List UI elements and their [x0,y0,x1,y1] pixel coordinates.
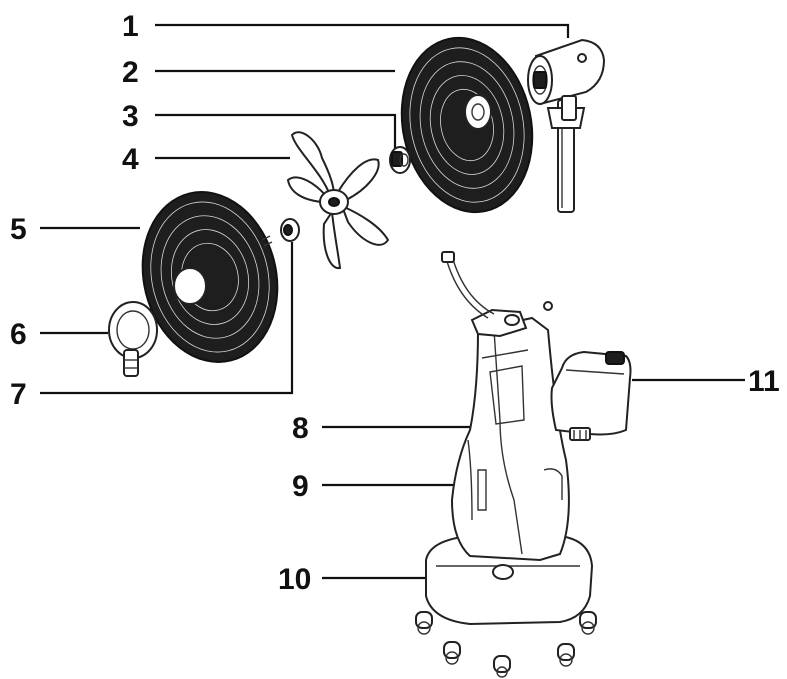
callout-5: 5 [10,213,27,246]
casters [415,611,597,678]
column-body [441,251,570,562]
leader-line-7 [40,242,294,395]
rear-guard [400,36,534,214]
callout-6: 6 [10,318,27,351]
callout-4: 4 [122,143,139,176]
callout-3: 3 [122,100,139,133]
callout-11: 11 [748,365,780,398]
front-guard [141,191,279,363]
callout-8: 8 [292,412,309,445]
leader-line-3 [155,113,397,150]
callout-10: 10 [278,563,311,596]
base [415,535,597,678]
motor-head [527,38,606,213]
water-tank [550,350,632,441]
fan-blade [286,131,390,270]
leader-lines [40,23,745,580]
guard-clip [108,301,158,377]
spinner [261,218,300,247]
rear-guard-nut [389,146,411,174]
callout-labels: 1 2 3 4 5 6 7 8 9 10 11 [10,10,780,596]
callout-1: 1 [122,10,139,43]
callout-9: 9 [292,470,309,503]
callout-2: 2 [122,56,139,89]
callout-7: 7 [10,378,27,411]
leader-line-1 [155,23,570,38]
